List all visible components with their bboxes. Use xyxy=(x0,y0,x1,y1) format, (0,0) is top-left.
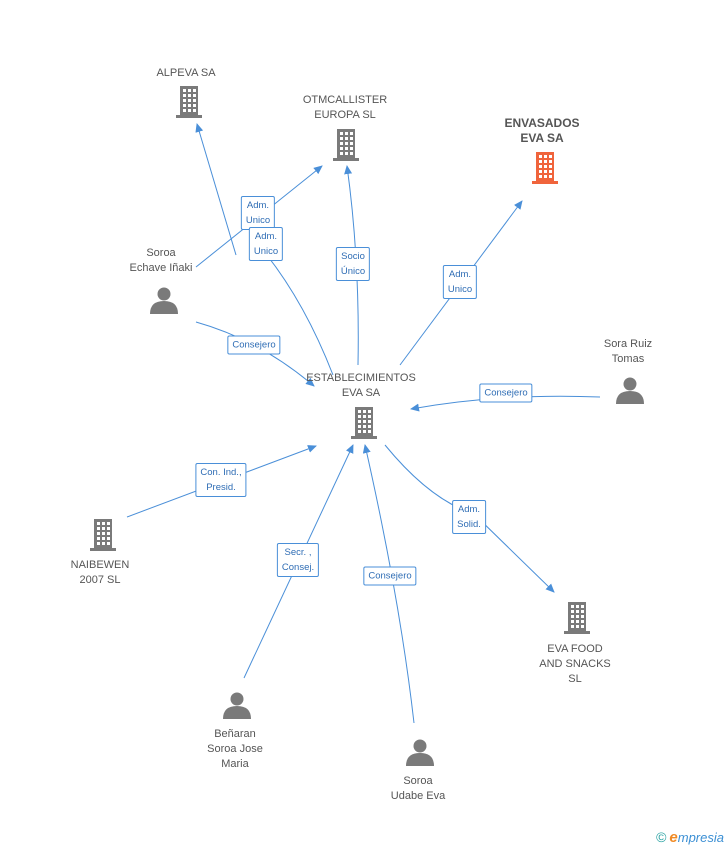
person-icon-sora_ruiz[interactable] xyxy=(616,377,644,405)
edge-label-soroa_udabe-to-establecimientos[interactable]: Consejero xyxy=(363,566,417,586)
icons-layer xyxy=(90,86,644,766)
edge-label-line: Adm. xyxy=(448,269,472,280)
node-label-line: Udabe Eva xyxy=(390,790,446,802)
edge-label-line: Consejero xyxy=(368,570,412,582)
edge-label-line: Presid. xyxy=(206,482,236,493)
node-label-line: Sora Ruiz xyxy=(603,338,653,350)
edge-label-line: Adm. xyxy=(246,200,270,211)
node-label-line: EUROPA SL xyxy=(314,109,376,121)
edge-label-line: Único xyxy=(340,266,366,277)
edge-soroa_echave-to-alpeva xyxy=(195,123,237,256)
footer-brand[interactable]: ©empresia xyxy=(656,829,724,846)
copyright-symbol: © xyxy=(656,829,667,845)
node-label-line: ESTABLECIMIENTOS xyxy=(306,372,416,384)
node-label-line: 2007 SL xyxy=(79,574,121,586)
edge-label-line: Socio xyxy=(341,251,365,262)
node-label-line: Echave Iñaki xyxy=(129,262,193,274)
edge-label-sora_ruiz-to-establecimientos[interactable]: Consejero xyxy=(479,383,533,403)
building-icon-otmcallister[interactable] xyxy=(333,129,359,161)
node-label-line: ALPEVA SA xyxy=(156,67,216,79)
node-label-line: EVA SA xyxy=(341,387,381,399)
node-label-line: ENVASADOS xyxy=(504,116,580,130)
node-label-otmcallister[interactable]: OTMCALLISTER EUROPA SL xyxy=(303,93,387,123)
edge-label-line: Unico xyxy=(245,215,271,226)
building-icon-envasados[interactable] xyxy=(532,152,558,184)
edge-label-line: Consejero xyxy=(232,339,276,351)
brand-name: mpresia xyxy=(677,830,724,845)
brand-initial: e xyxy=(669,829,678,846)
edge-label-line: Adm. xyxy=(254,231,278,242)
edge-label-line: Consejero xyxy=(484,387,528,399)
edge-label-naibewen-to-establecimientos[interactable]: Con. Ind., Presid. xyxy=(195,463,247,497)
edge-label-soroa_echave-to-establecimientos[interactable]: Consejero xyxy=(227,335,281,355)
person-icon-soroa_udabe[interactable] xyxy=(406,739,434,767)
edge-label-line: Adm. xyxy=(457,504,481,515)
edge-label-establecimientos-to-eva_food[interactable]: Adm. Solid. xyxy=(452,500,486,534)
building-icon-alpeva[interactable] xyxy=(176,86,202,118)
edge-label-line: Con. Ind., xyxy=(200,467,242,478)
node-label-line: AND SNACKS xyxy=(539,658,611,670)
node-label-establecimientos[interactable]: ESTABLECIMIENTOS EVA SA xyxy=(306,371,416,401)
node-label-line: Tomas xyxy=(611,353,645,365)
node-label-eva_food[interactable]: EVA FOOD AND SNACKS SL xyxy=(539,642,611,687)
person-icon-benaran[interactable] xyxy=(223,692,251,720)
node-label-line: NAIBEWEN xyxy=(70,559,130,571)
edge-label-soroa_echave-to-alpeva[interactable]: Adm. Unico xyxy=(240,196,276,230)
edge-label-line: Unico xyxy=(253,246,279,257)
node-label-line: EVA SA xyxy=(520,131,564,145)
edge-label-line: Solid. xyxy=(457,519,481,530)
node-label-naibewen[interactable]: NAIBEWEN 2007 SL xyxy=(71,558,130,588)
node-label-line: Beñaran xyxy=(214,728,256,740)
edge-label-line: Consej. xyxy=(281,562,315,573)
node-label-alpeva[interactable]: ALPEVA SA xyxy=(156,66,215,81)
edge-label-establecimientos-to-envasados[interactable]: Adm. Unico xyxy=(442,265,478,299)
node-label-line: Soroa xyxy=(403,775,433,787)
edge-soroa_udabe-to-establecimientos xyxy=(362,444,415,724)
node-label-line: Maria xyxy=(221,758,249,770)
node-label-line: OTMCALLISTER xyxy=(302,94,388,106)
node-label-line: EVA FOOD xyxy=(547,643,603,655)
node-label-line: Soroa Jose xyxy=(207,743,263,755)
building-icon-eva_food[interactable] xyxy=(564,602,590,634)
edge-label-line: Secr. , xyxy=(284,547,312,558)
edge-label-line: Unico xyxy=(447,284,473,295)
building-icon-naibewen[interactable] xyxy=(90,519,116,551)
edge-label-establecimientos-to-alpeva[interactable]: Adm. Unico xyxy=(248,227,284,261)
person-icon-soroa_echave[interactable] xyxy=(150,287,178,315)
node-label-line: Soroa xyxy=(146,247,176,259)
node-label-line: SL xyxy=(568,673,582,685)
building-icon-establecimientos[interactable] xyxy=(351,407,377,439)
edge-label-benaran-to-establecimientos[interactable]: Secr. , Consej. xyxy=(276,543,320,577)
